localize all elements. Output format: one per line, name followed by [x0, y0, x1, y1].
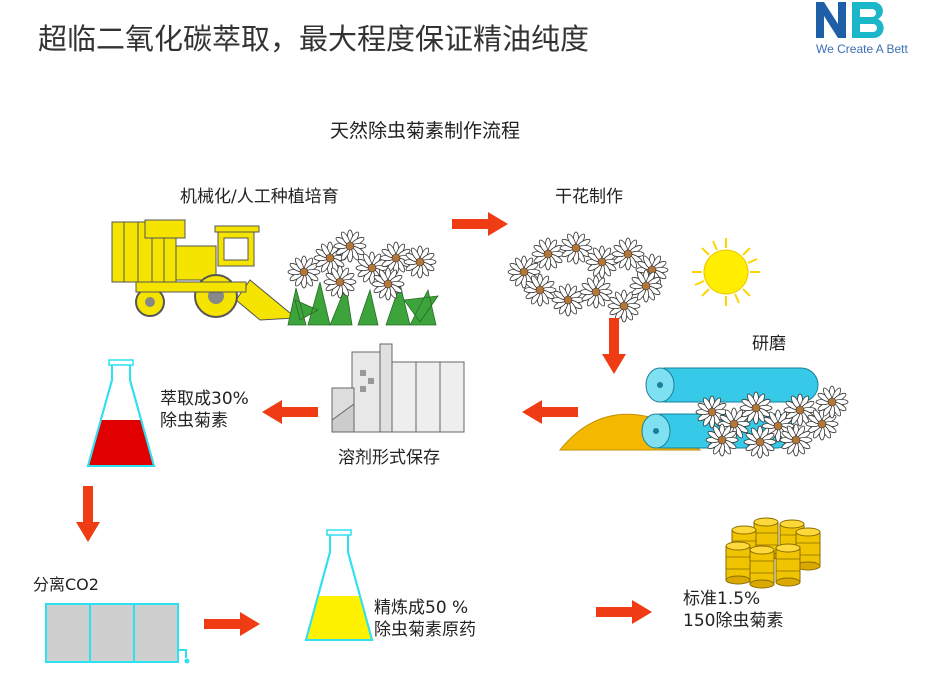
step-label-separation: 分离CO2 — [33, 575, 99, 594]
company-logo: We Create A Bett — [808, 0, 926, 62]
step-label-refine-1: 精炼成50 % — [374, 598, 469, 618]
sun-icon — [692, 238, 760, 306]
dried-flowers-icon — [507, 231, 669, 323]
arrow-grinding-to-storage-icon — [522, 400, 578, 424]
arrow-extract-to-separation-icon — [76, 486, 100, 542]
arrow-separation-to-refine-icon — [204, 612, 260, 636]
step-label-extract-2: 除虫菊素 — [160, 411, 228, 431]
arrow-refine-to-standard-icon — [596, 600, 652, 624]
step-label-refine-2: 除虫菊素原药 — [374, 620, 476, 640]
step-label-standard-1: 标准1.5% — [683, 589, 761, 609]
flask-yellow-icon — [304, 529, 374, 641]
logo-tagline: We Create A Bett — [816, 42, 908, 56]
barrels-icon — [725, 517, 821, 589]
diagram-heading: 天然除虫菊素制作流程 — [330, 120, 521, 142]
logo-mark-icon — [816, 2, 884, 38]
step-label-standard-2: 150除虫菊素 — [683, 611, 784, 631]
step-label-extract-1: 萃取成30% — [160, 389, 249, 409]
harvester-icon — [111, 219, 298, 321]
step-label-drying: 干花制作 — [555, 187, 623, 207]
flower-field-icon — [287, 229, 439, 326]
step-label-grinding: 研磨 — [752, 334, 786, 354]
step-label-cultivation: 机械化/人工种植培育 — [180, 187, 339, 207]
flask-red-icon — [86, 359, 156, 467]
separation-tank-icon — [45, 603, 190, 664]
arrow-storage-to-extract-icon — [262, 400, 318, 424]
page-title: 超临二氧化碳萃取，最大程度保证精油纯度 — [38, 22, 590, 56]
storage-factory-icon — [331, 343, 465, 433]
step-label-storage: 溶剂形式保存 — [338, 448, 440, 468]
grinding-rollers-icon — [558, 367, 849, 459]
arrow-drying-to-grinding-icon — [602, 318, 626, 374]
arrow-cultivation-to-drying-icon — [452, 212, 508, 236]
